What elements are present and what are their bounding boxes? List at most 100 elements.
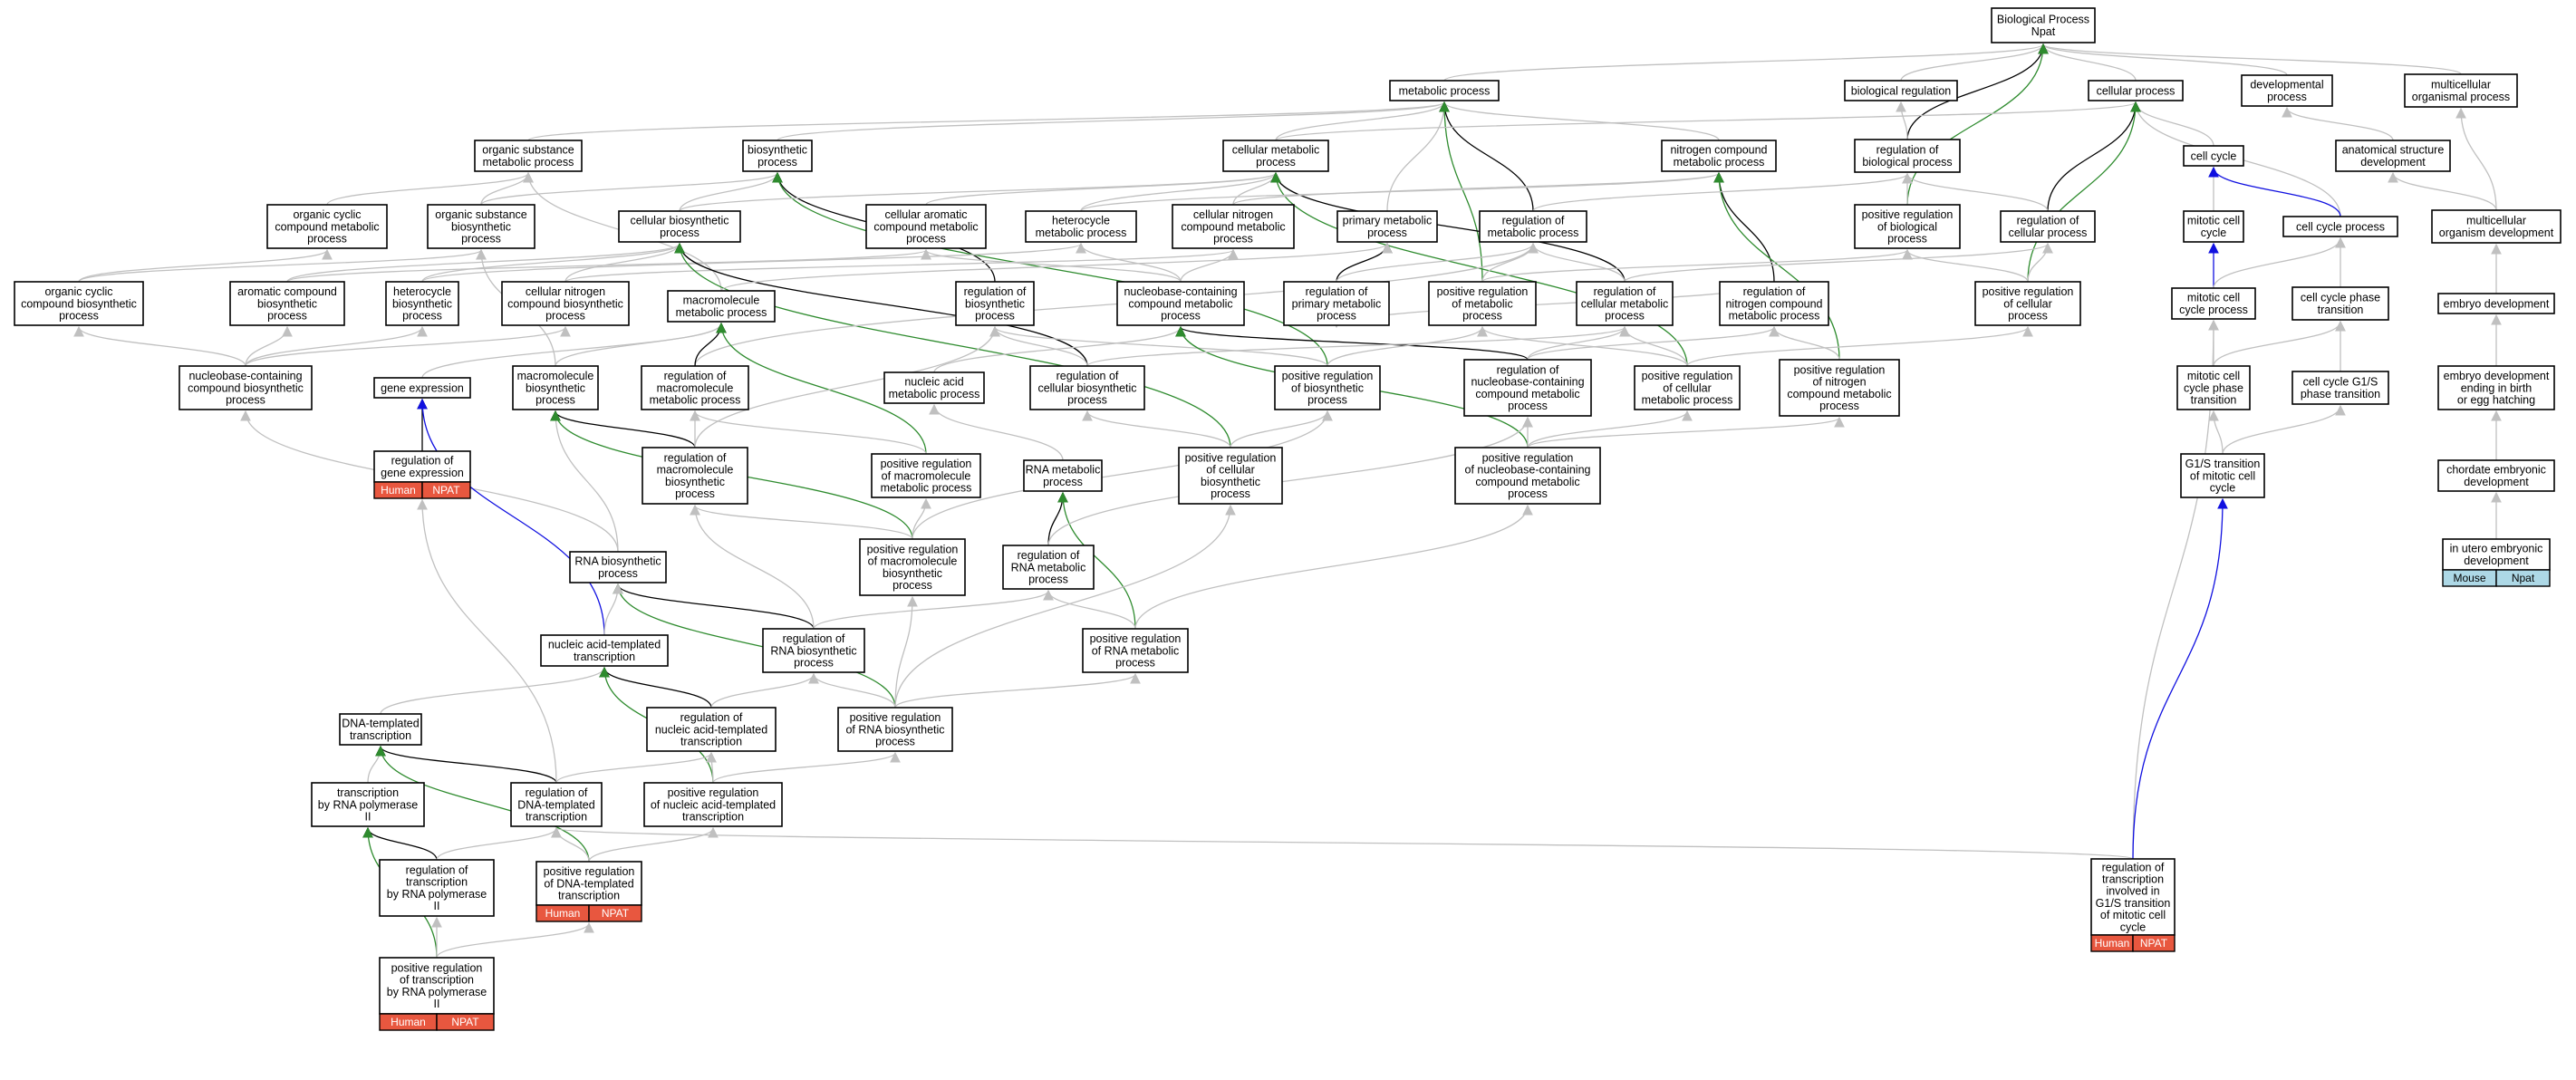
node-label-line: cellular nitrogen <box>1193 208 1273 221</box>
edge-dp-to-bp <box>2038 43 2288 76</box>
edge-nbccbp-to-occbp <box>73 325 246 367</box>
node-label-line: process <box>906 233 946 246</box>
node-label-line: RNA metabolic <box>1011 561 1086 574</box>
node-label-line: of nucleobase-containing <box>1465 464 1591 477</box>
node-box <box>1172 204 1295 249</box>
node-box <box>859 538 966 596</box>
node-label-line: of macromolecule <box>882 469 971 482</box>
go-term-node-cp[interactable]: cellular process <box>2088 80 2184 101</box>
go-term-node-breg[interactable]: biological regulation <box>1844 80 1958 101</box>
go-term-node-rmbp[interactable]: regulation ofmacromoleculebiosyntheticpr… <box>642 447 748 505</box>
edge-prcbp-to-cbp <box>674 242 1231 448</box>
node-label-line: process <box>794 657 834 670</box>
node-box <box>1336 210 1438 243</box>
node-box <box>373 377 471 399</box>
go-term-node-rnbccmp[interactable]: regulation ofnucleobase-containingcompou… <box>1463 359 1592 417</box>
node-box <box>1116 281 1245 326</box>
node-label-line: compound metabolic <box>1181 220 1285 233</box>
go-term-node-cc[interactable]: cell cycle <box>2183 145 2244 167</box>
node-label-line: organic cyclic <box>44 285 112 298</box>
go-term-node-ccp[interactable]: cell cycle process <box>2282 216 2398 237</box>
node-label-line: process <box>59 310 99 323</box>
go-term-node-ge[interactable]: gene expression <box>373 377 471 399</box>
go-term-node-ed[interactable]: embryo development <box>2437 293 2555 314</box>
node-box <box>643 782 783 827</box>
go-term-node-mp[interactable]: metabolic process <box>1389 80 1500 101</box>
node-box <box>266 204 388 249</box>
node-box <box>2241 74 2333 107</box>
